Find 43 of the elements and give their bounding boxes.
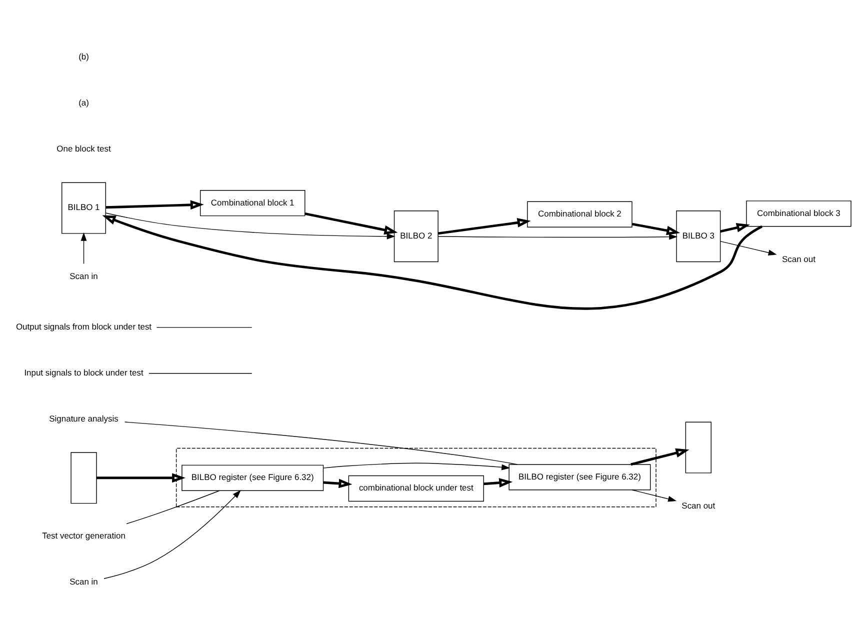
node-text: Scan out bbox=[782, 253, 816, 264]
arrow bbox=[322, 462, 510, 470]
node-text: Scan out bbox=[682, 500, 716, 510]
node-box: Combinational block 3 bbox=[746, 200, 852, 226]
connector bbox=[156, 326, 252, 328]
node-box: combinational block under test bbox=[348, 474, 484, 502]
arrow bbox=[104, 490, 241, 578]
node-text: Output signals from block under test bbox=[16, 321, 152, 332]
node-box: BILBO 1 bbox=[62, 182, 106, 234]
arrow bbox=[720, 240, 777, 256]
label: (b) bbox=[78, 51, 89, 62]
node-text: Test vector generation bbox=[42, 530, 126, 540]
node-box: BILBO 2 bbox=[394, 210, 438, 262]
arrow bbox=[102, 214, 762, 310]
connector bbox=[148, 372, 252, 374]
arrow bbox=[80, 232, 87, 264]
arrow bbox=[105, 212, 396, 239]
node-box: BILBO register (see Figure 6.32) bbox=[508, 464, 651, 490]
arrow bbox=[632, 489, 677, 502]
label: One block test bbox=[56, 143, 111, 154]
node-box bbox=[70, 452, 97, 504]
node-box: Combinational block 2 bbox=[527, 200, 632, 227]
node-box: Combinational block 1 bbox=[200, 190, 306, 216]
arrow bbox=[632, 222, 680, 235]
node-text: Input signals to block under test bbox=[24, 367, 144, 378]
connector bbox=[124, 421, 518, 464]
connector bbox=[126, 490, 220, 524]
arrow bbox=[484, 478, 513, 487]
arrow bbox=[96, 472, 186, 482]
node-box: BILBO 3 bbox=[676, 210, 721, 262]
arrow bbox=[304, 212, 398, 234]
node-box: BILBO register (see Figure 6.32) bbox=[182, 464, 324, 490]
node-text: Scan in bbox=[70, 576, 98, 586]
label: (a) bbox=[78, 97, 89, 108]
arrow bbox=[323, 478, 352, 488]
cluster bbox=[176, 447, 656, 507]
arrow bbox=[438, 233, 678, 240]
node-box bbox=[685, 421, 712, 473]
arrow bbox=[438, 218, 531, 234]
node-text: Scan in bbox=[70, 270, 98, 280]
node-text: Signature analysis bbox=[49, 412, 118, 423]
arrow bbox=[106, 200, 204, 210]
arrow bbox=[720, 222, 750, 232]
